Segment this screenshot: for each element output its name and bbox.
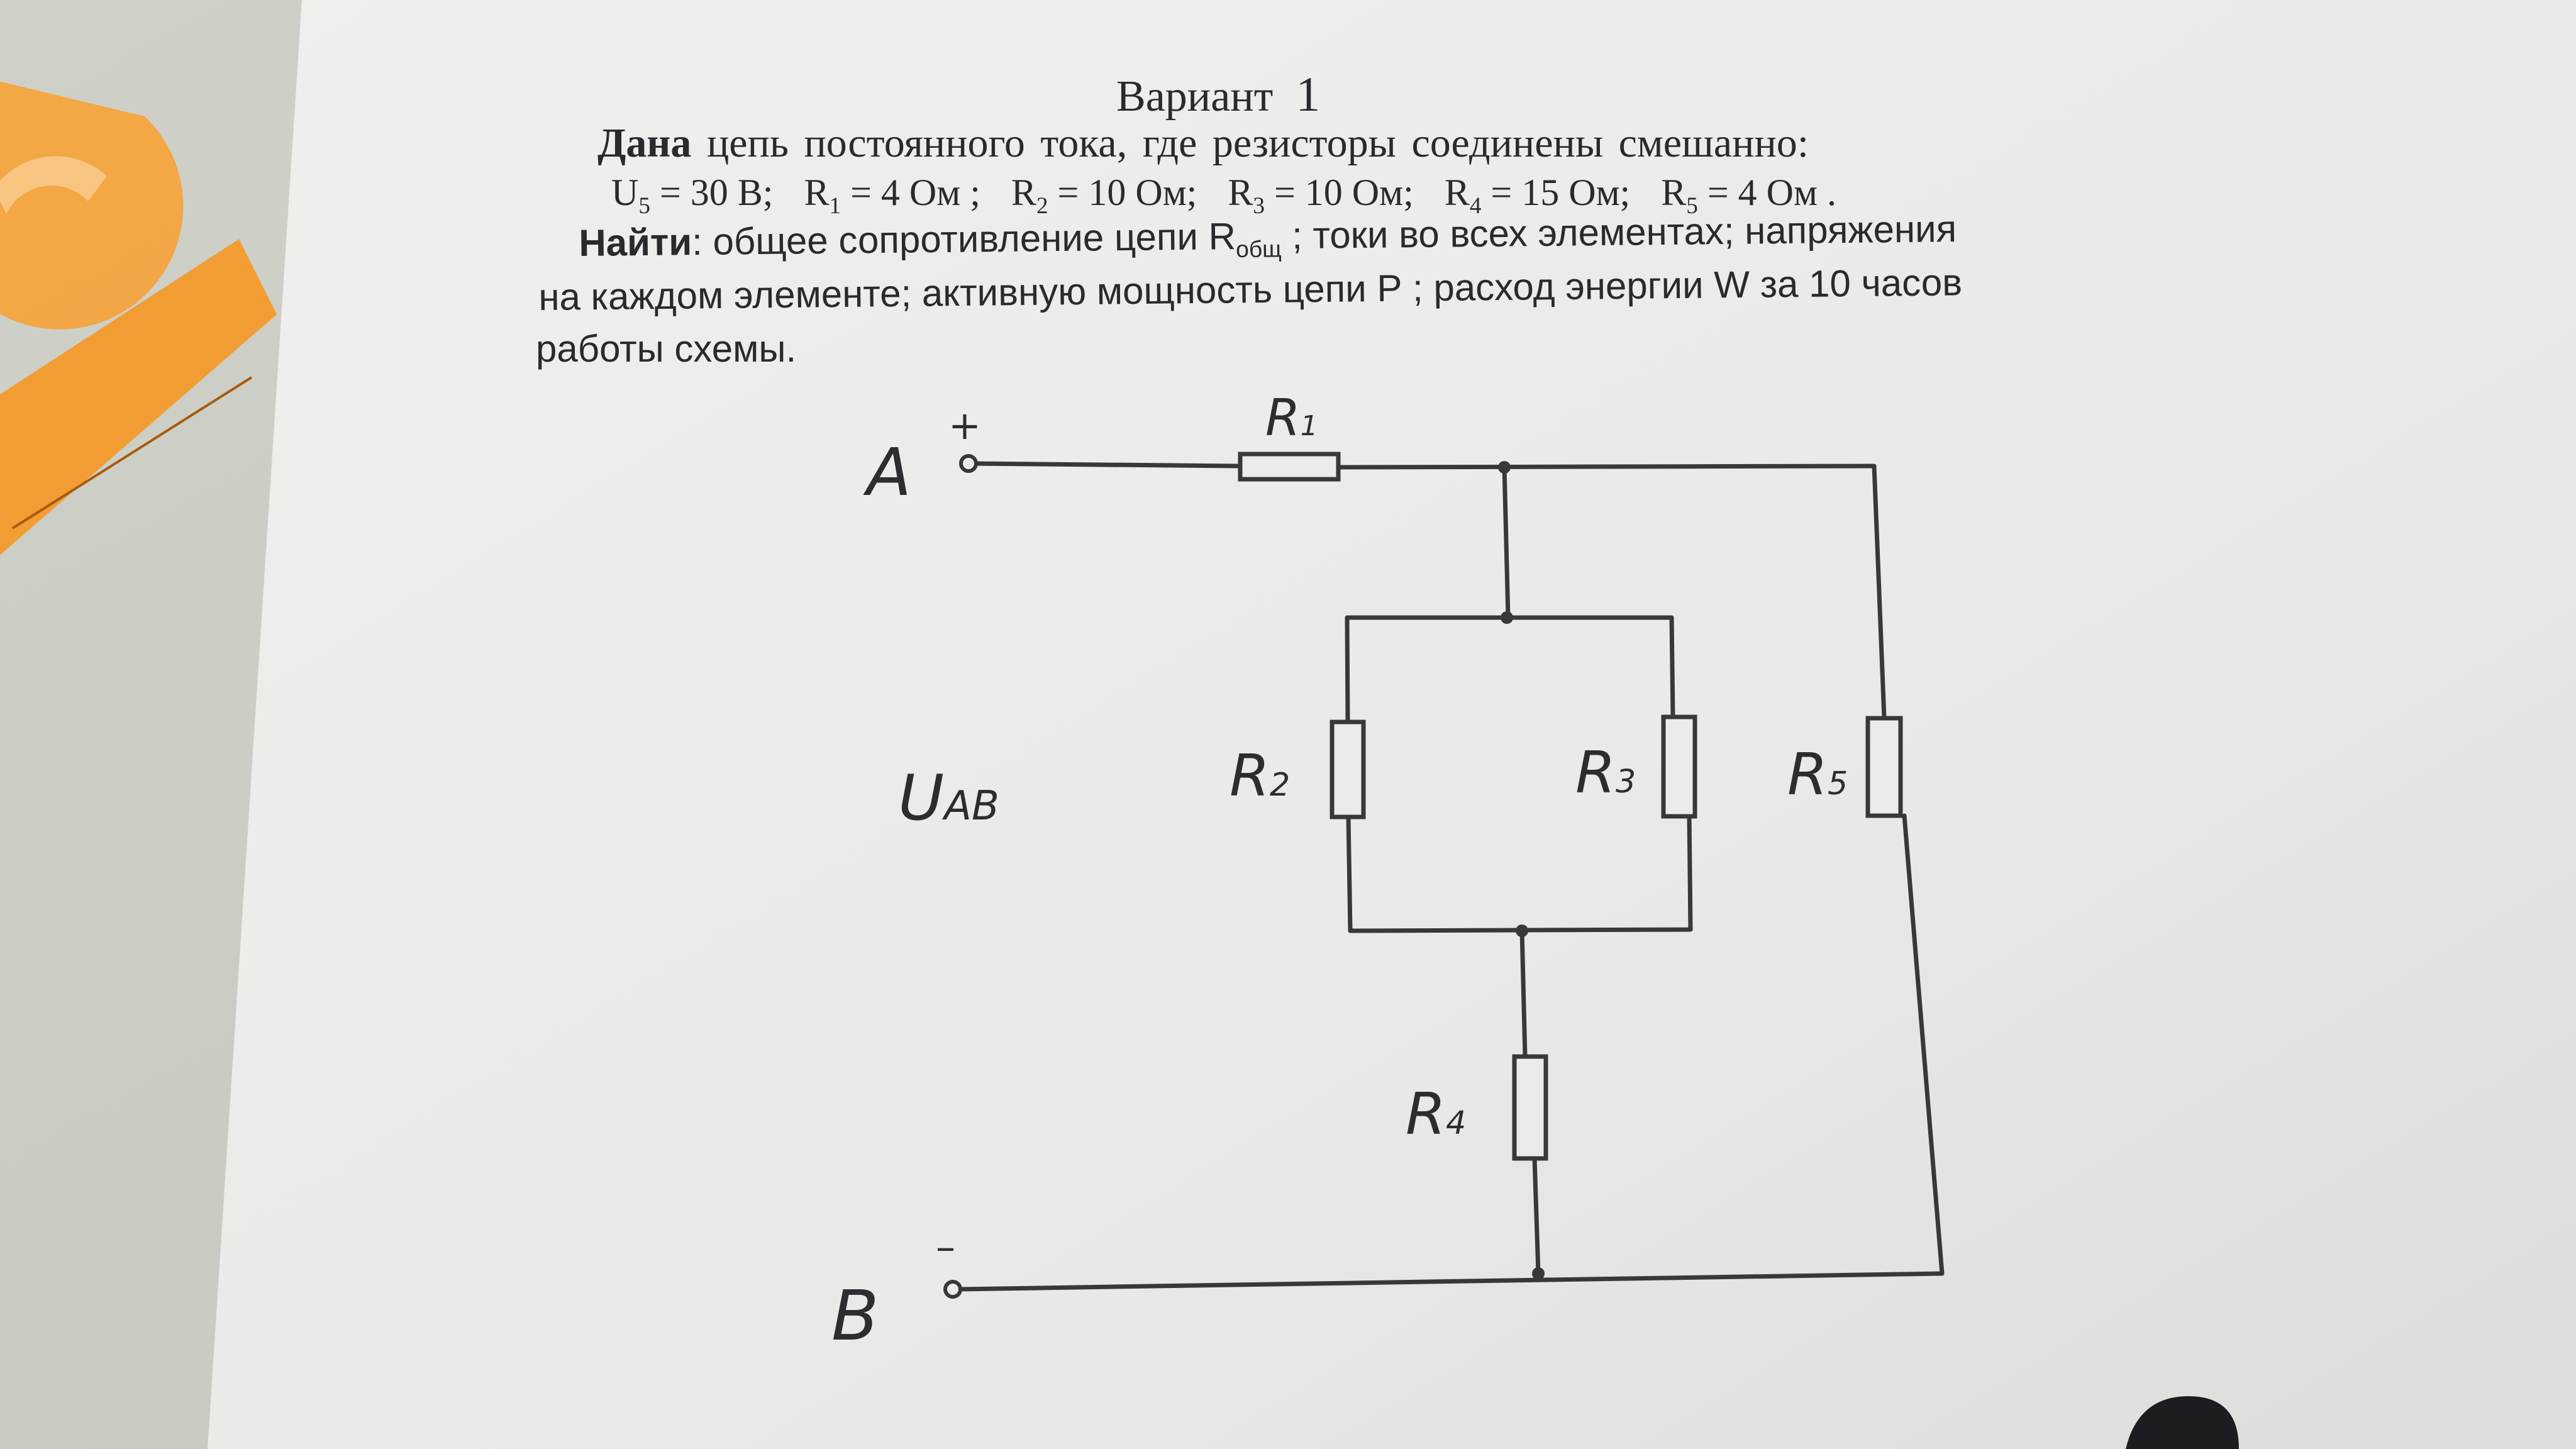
resistor-r2-label: R2 [1230, 742, 1291, 809]
value-r1: R1 = 4 Ом ; [804, 172, 980, 219]
paper-sheet [208, 0, 2576, 1449]
terminal-a [959, 454, 978, 473]
value-r4: R4 = 15 Ом; [1444, 172, 1631, 219]
resistor-r1 [1238, 452, 1341, 482]
find-sub: общ [1235, 235, 1282, 263]
ruler [0, 239, 277, 555]
resistor-r4 [1512, 1054, 1548, 1161]
find-text-2: ; токи во всех элементах; напряжения [1281, 208, 1957, 257]
given-text: цепь постоянного тока, где резисторы сое… [706, 120, 1809, 166]
given-label: Дана [597, 120, 692, 166]
terminal-b [943, 1280, 962, 1299]
find-text-4: работы схемы. [536, 328, 797, 370]
resistor-r3 [1661, 714, 1697, 819]
dark-object [2126, 1396, 2239, 1449]
resistor-r4-label: R4 [1406, 1080, 1467, 1148]
junction-top-right [1498, 461, 1511, 474]
resistor-r5-label: R5 [1787, 741, 1848, 808]
junction-parallel-bottom [1516, 924, 1528, 937]
value-r5: R5 = 4 Ом . [1661, 172, 1836, 219]
terminal-b-label: B [831, 1275, 879, 1356]
resistor-r1-label: R1 [1265, 389, 1318, 447]
junction-bottom [1532, 1267, 1545, 1280]
voltage-uab-label: UAB [898, 761, 999, 835]
terminal-a-label: A [867, 434, 912, 511]
variant-title-word: Вариант [1116, 72, 1274, 121]
find-line-3: работы схемы. [536, 327, 796, 370]
resistor-r5 [1865, 716, 1903, 818]
protractor [0, 81, 184, 330]
find-text-1: : общее сопротивление цепи R [691, 215, 1236, 264]
value-r3: R3 = 10 Ом; [1228, 172, 1414, 219]
values-line: U5 = 30 В; R1 = 4 Ом ; R2 = 10 Ом; R3 = … [611, 171, 1836, 219]
value-u5: U5 = 30 В; [611, 172, 774, 219]
resistor-r2 [1330, 719, 1366, 819]
value-r2: R2 = 10 Ом; [1011, 172, 1197, 219]
minus-sign-label: – [936, 1224, 955, 1270]
variant-title: Вариант 1 [1116, 66, 1320, 123]
given-line: Дана цепь постоянного тока, где резистор… [597, 119, 1809, 167]
plus-sign-label: + [948, 402, 981, 448]
find-label: Найти [579, 221, 692, 264]
resistor-r3-label: R3 [1575, 739, 1636, 806]
variant-number: 1 [1296, 67, 1321, 121]
junction-parallel-top [1501, 611, 1513, 624]
